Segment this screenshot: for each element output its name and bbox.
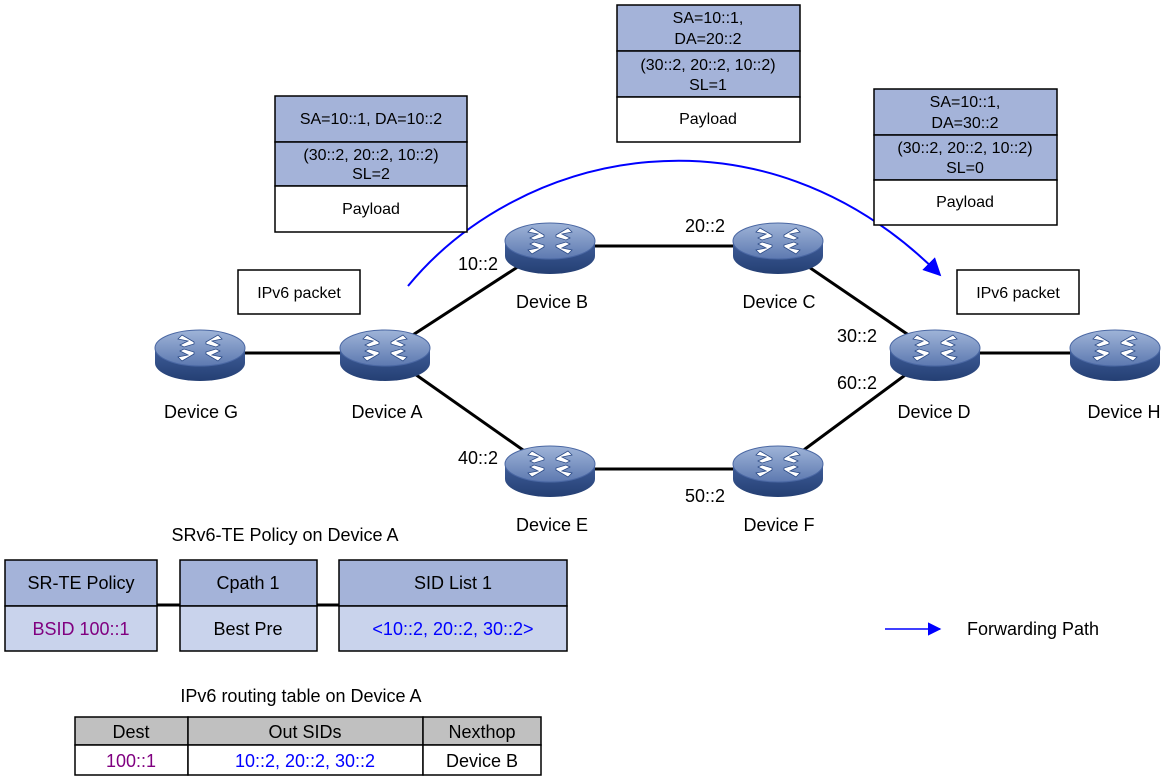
packet1-ip-header: SA=10::1, DA=10::2 — [300, 111, 442, 128]
addr-20-2: 20::2 — [685, 216, 725, 236]
router-icon-f — [732, 445, 824, 498]
label-device-a: Device A — [351, 402, 422, 422]
packet2-payload: Payload — [679, 111, 737, 128]
ipv6-packet-box-left — [237, 269, 361, 315]
rt-header-dest: Dest — [112, 722, 149, 742]
label-device-g: Device G — [164, 402, 238, 422]
rt-header-nexthop: Nexthop — [448, 722, 515, 742]
policy-box-sr-te: SR-TE Policy BSID 100::1 — [4, 559, 158, 652]
addr-30-2: 30::2 — [837, 326, 877, 346]
routing-table: Dest Out SIDs Nexthop 100::1 10::2, 20::… — [74, 716, 542, 776]
packet3-srh-sl: SL=0 — [946, 160, 984, 177]
packet-stack-2: SA=10::1, DA=20::2 (30::2, 20::2, 10::2)… — [616, 4, 801, 143]
label-device-f: Device F — [743, 515, 814, 535]
label-device-h: Device H — [1087, 402, 1160, 422]
router-icon-c — [732, 222, 824, 275]
addr-50-2: 50::2 — [685, 486, 725, 506]
ipv6-packet-label-left: IPv6 packet — [257, 285, 341, 302]
rt-cell-out-sids: 10::2, 20::2, 30::2 — [235, 751, 375, 771]
rt-header-out-sids: Out SIDs — [268, 722, 341, 742]
policy-box-cpath: Cpath 1 Best Pre — [179, 559, 318, 652]
routing-table-title: IPv6 routing table on Device A — [180, 686, 421, 706]
sid-list-header: SID List 1 — [414, 573, 492, 593]
router-icon-d — [889, 329, 981, 382]
sid-list-value: <10::2, 20::2, 30::2> — [372, 619, 533, 639]
sr-te-policy-header: SR-TE Policy — [27, 573, 134, 593]
policy-title: SRv6-TE Policy on Device A — [171, 525, 398, 545]
addr-40-2: 40::2 — [458, 448, 498, 468]
cpath-header: Cpath 1 — [216, 573, 279, 593]
addr-10-2: 10::2 — [458, 254, 498, 274]
ipv6-packet-label-right: IPv6 packet — [976, 285, 1060, 302]
packet2-ip-sa: SA=10::1, — [673, 10, 744, 27]
legend-forwarding-path-label: Forwarding Path — [967, 619, 1099, 639]
packet2-ip-da: DA=20::2 — [674, 31, 741, 48]
policy-box-sid-list: SID List 1 <10::2, 20::2, 30::2> — [338, 559, 568, 652]
label-device-e: Device E — [516, 515, 588, 535]
label-device-c: Device C — [742, 292, 815, 312]
cpath-value: Best Pre — [213, 619, 282, 639]
addr-60-2: 60::2 — [837, 373, 877, 393]
packet-stack-1: SA=10::1, DA=10::2 (30::2, 20::2, 10::2)… — [274, 95, 468, 233]
packet3-srh-segments: (30::2, 20::2, 10::2) — [897, 140, 1032, 157]
packet2-srh-sl: SL=1 — [689, 77, 727, 94]
ipv6-packet-box-right — [956, 269, 1080, 315]
bsid-value: BSID 100::1 — [32, 619, 129, 639]
router-icon-b — [504, 222, 596, 275]
rt-cell-dest: 100::1 — [106, 751, 156, 771]
packet3-ip-da: DA=30::2 — [931, 115, 998, 132]
packet1-payload: Payload — [342, 201, 400, 218]
rt-cell-nexthop: Device B — [446, 751, 518, 771]
label-device-d: Device D — [897, 402, 970, 422]
router-icon-e — [504, 445, 596, 498]
label-device-b: Device B — [516, 292, 588, 312]
router-icon-h — [1069, 329, 1161, 382]
packet-stack-3: SA=10::1, DA=30::2 (30::2, 20::2, 10::2)… — [873, 88, 1058, 226]
forwarding-path-arrow — [407, 159, 942, 287]
router-icon-g — [154, 329, 246, 382]
packet1-srh-sl: SL=2 — [352, 166, 390, 183]
packet2-srh-segments: (30::2, 20::2, 10::2) — [640, 57, 775, 74]
router-icon-a — [339, 329, 431, 382]
packet3-payload: Payload — [936, 194, 994, 211]
packet3-ip-sa: SA=10::1, — [930, 94, 1001, 111]
packet1-srh-segments: (30::2, 20::2, 10::2) — [303, 147, 438, 164]
